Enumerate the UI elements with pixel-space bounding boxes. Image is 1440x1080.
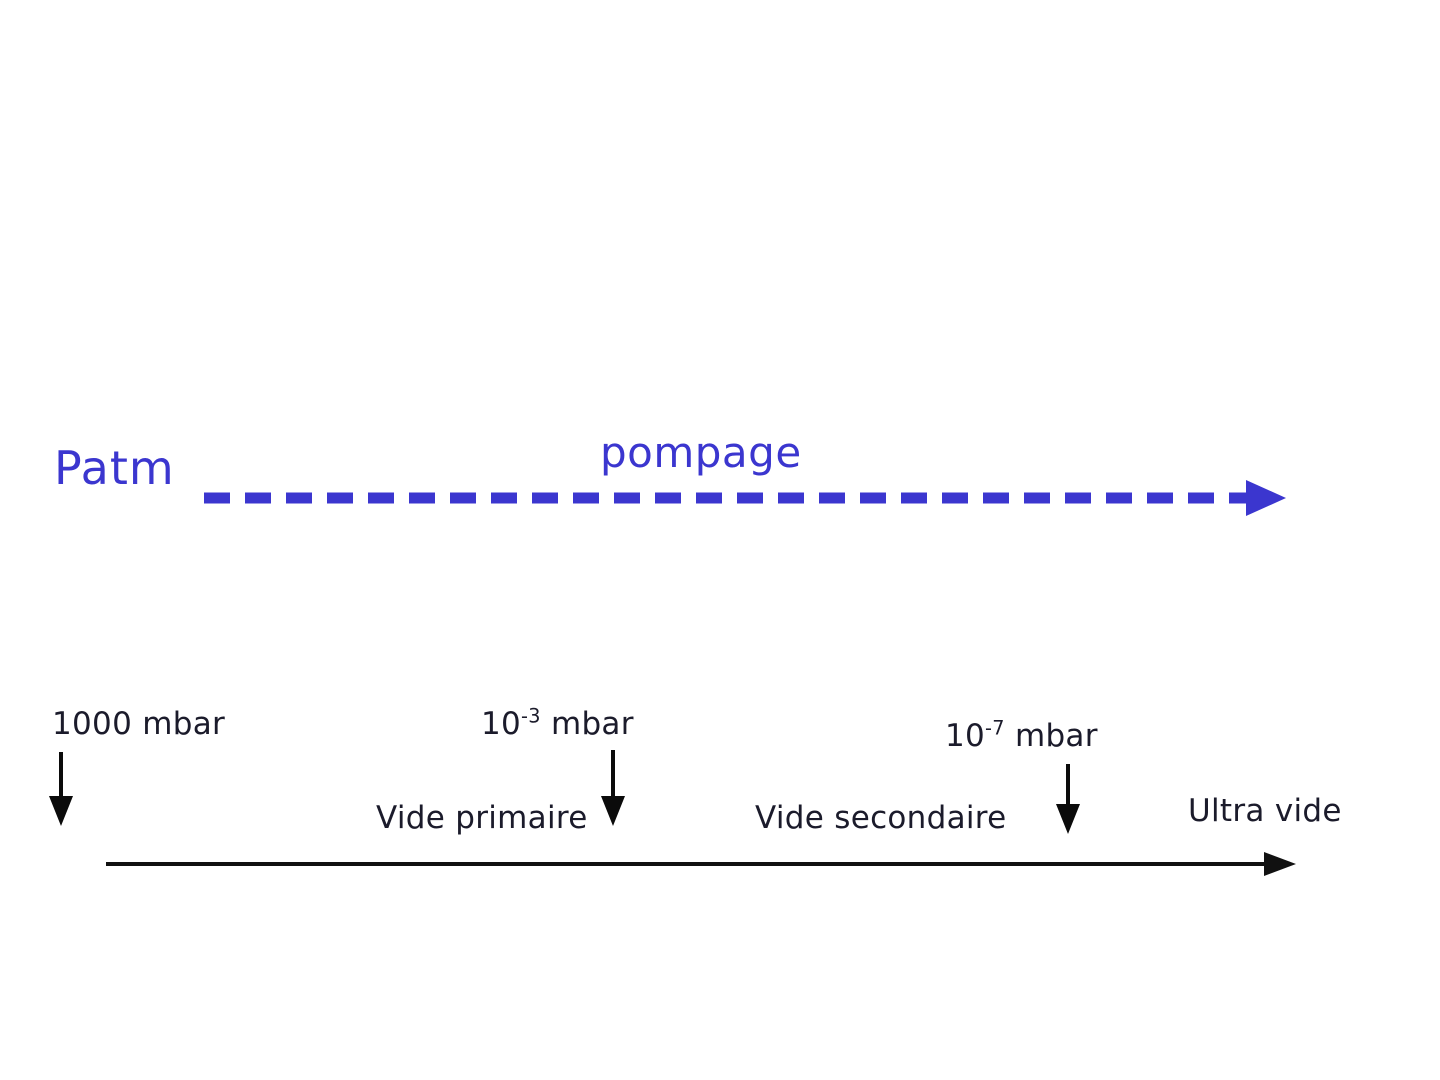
pumping-arrow-head	[1246, 480, 1286, 516]
patm-label: Patm	[54, 441, 175, 495]
region-label-vide-secondaire: Vide secondaire	[755, 800, 1007, 836]
down-arrow-icon-1000mbar	[49, 752, 73, 826]
pressure-value-1: 1000	[52, 706, 133, 742]
pumping-dashed-arrow	[204, 480, 1286, 516]
pressure-label-1000mbar: 1000 mbar	[52, 706, 225, 742]
pressure-scale-axis	[106, 852, 1296, 876]
pressure-exponent-2: -3	[521, 704, 541, 728]
pressure-unit-2: mbar	[550, 706, 634, 742]
down-arrow-icon-1e-3mbar	[601, 750, 625, 826]
pressure-value-2: 10	[481, 706, 522, 742]
down-arrow-icon-1e-7mbar	[1056, 764, 1080, 834]
pressure-value-3: 10	[945, 718, 986, 754]
pressure-unit-3: mbar	[1014, 718, 1098, 754]
pressure-label-1e-3mbar: 10-3 mbar	[481, 706, 634, 742]
pressure-unit-1: mbar	[142, 706, 226, 742]
region-label-ultra-vide: Ultra vide	[1188, 793, 1342, 829]
pressure-exponent-3: -7	[985, 716, 1005, 740]
scale-axis-arrow-head	[1264, 852, 1296, 876]
pressure-label-1e-7mbar: 10-7 mbar	[945, 718, 1098, 754]
pompage-label: pompage	[600, 428, 802, 477]
region-label-vide-primaire: Vide primaire	[376, 800, 588, 836]
